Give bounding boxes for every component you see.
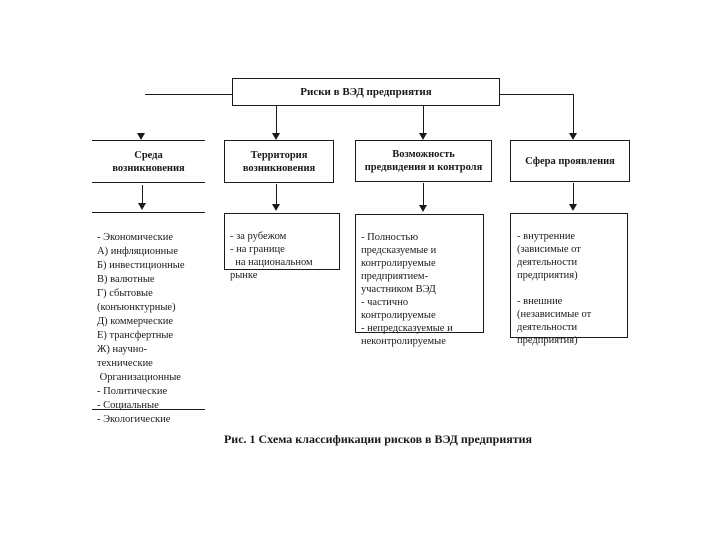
connector-left-branch-line [145,94,232,95]
connector-col3-stem [423,183,424,205]
detail-box-environment: - Экономические А) инфляционные Б) инвес… [92,212,205,425]
detail-list: - за рубежом - на границе на национально… [230,231,313,281]
arrow-down-icon [569,204,577,211]
arrow-down-icon [272,133,280,140]
detail-box-predictability: - Полностью предсказуемые и контролируем… [355,214,484,347]
connector-col2-drop [276,106,277,134]
arrow-down-icon [419,205,427,212]
connector-col4-stem [573,183,574,204]
arrow-down-icon [419,133,427,140]
category-label: Сфера проявления [525,155,615,167]
detail-list: - внутренние (зависимые от деятельности … [517,231,592,346]
category-box-environment: Среда возникновения [92,140,205,183]
category-box-predictability: Возможность предвидения и контроля [355,140,492,182]
arrow-down-icon [569,133,577,140]
category-box-sphere: Сфера проявления [510,140,630,182]
category-label: Возможность предвидения и контроля [364,149,483,173]
connector-col1-stem [142,185,143,203]
detail-box-sphere: - внутренние (зависимые от деятельности … [510,213,628,346]
figure-caption: Рис. 1 Схема классификации рисков в ВЭД … [223,432,533,446]
root-node-label: Риски в ВЭД предприятия [300,86,432,98]
connector-col2-stem [276,184,277,204]
arrow-down-icon [137,133,145,140]
detail-list: - Экономические А) инфляционные Б) инвес… [97,232,185,425]
detail-box-territory: - за рубежом - на границе на национально… [224,213,340,281]
root-node: Риски в ВЭД предприятия [232,78,500,106]
detail-list: - Полностью предсказуемые и контролируем… [361,232,453,347]
connector-right-branch-line [500,94,574,95]
arrow-down-icon [138,203,146,210]
category-box-territory: Территория возникновения [224,140,334,183]
category-label: Среда возникновения [112,149,185,174]
arrow-down-icon [272,204,280,211]
connector-col3-drop [423,106,424,134]
category-label: Территория возникновения [242,149,316,174]
connector-right-branch-drop [573,94,574,134]
